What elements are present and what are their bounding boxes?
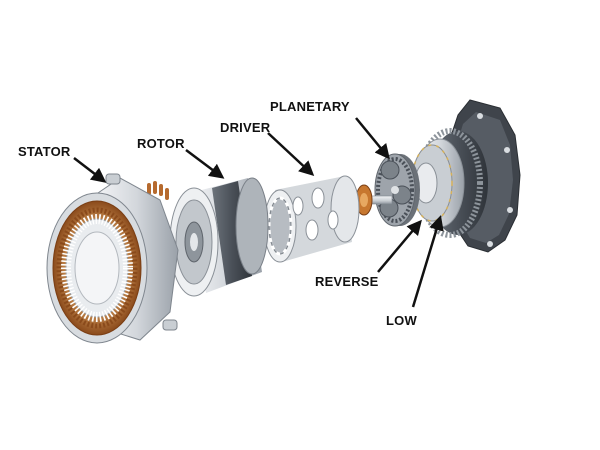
ring-gear-housing [411,128,488,238]
rotor [169,177,269,297]
reverse-arrow [377,219,422,273]
rotor-label: ROTOR [137,136,185,151]
sun-gear-shaft [351,184,393,216]
stator-arrow [73,157,107,183]
planetary-label: PLANETARY [270,99,350,114]
planetary-gearset [374,153,420,227]
stator-winding-leads [147,181,169,200]
low-label: LOW [386,313,417,328]
reverse-label: REVERSE [315,274,379,289]
stator-label: STATOR [18,144,71,159]
planetary-arrow [355,117,390,160]
low-arrow [411,215,444,308]
callout-arrows [73,117,444,308]
driver-label: DRIVER [220,120,271,135]
driver-arrow [267,132,315,177]
driver-cylinder [263,175,360,263]
rotor-arrow [185,149,225,179]
stator [46,173,179,344]
